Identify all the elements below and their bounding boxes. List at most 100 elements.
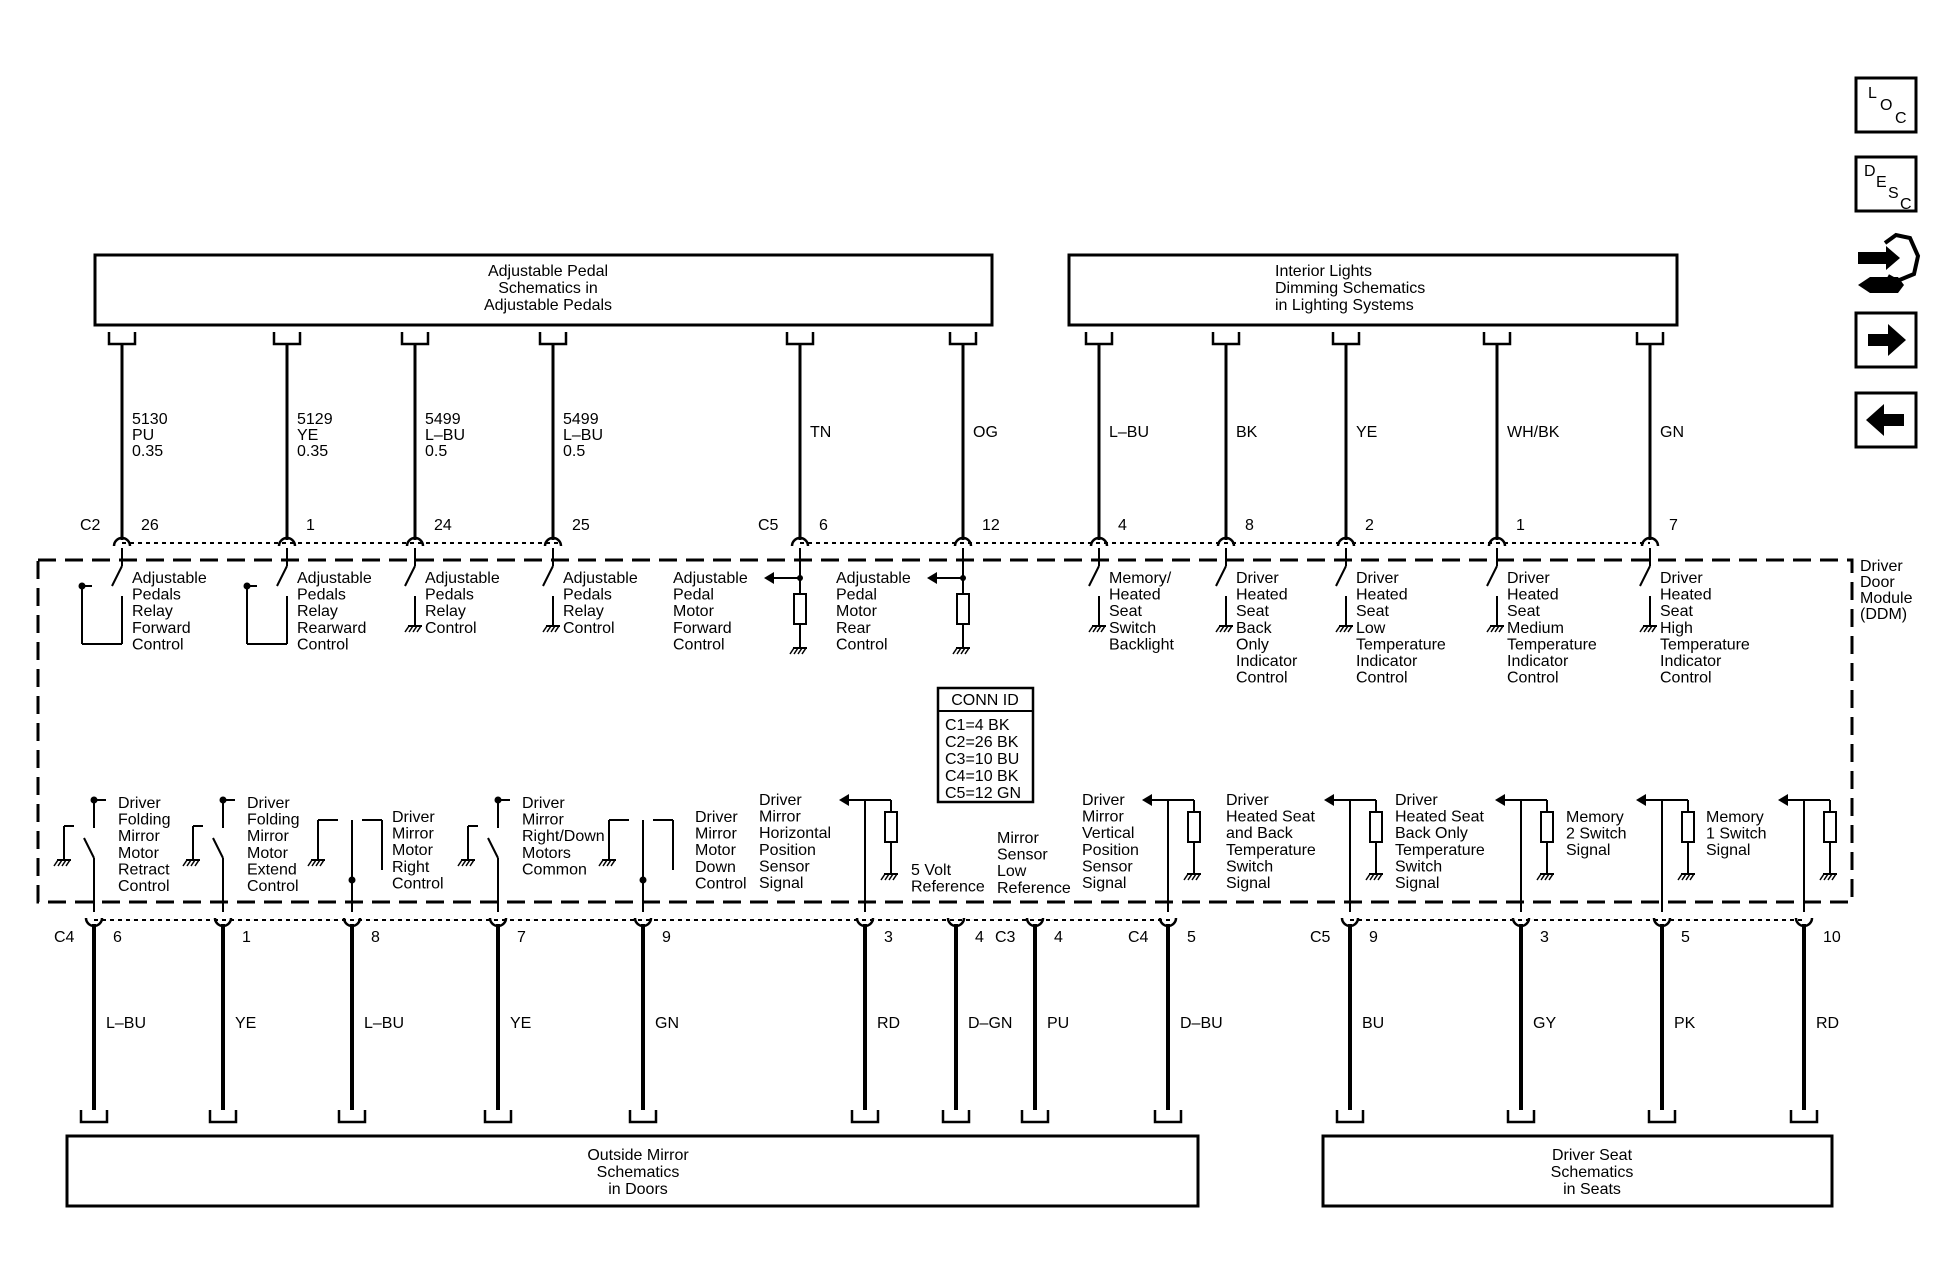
wire-label: 5130 <box>132 411 168 428</box>
top-circuit[interactable]: 5499L–BU0.524AdjustablePedalsRelayContro… <box>400 332 500 637</box>
top-circuit[interactable]: YE2DriverHeatedSeatLowTemperatureIndicat… <box>1331 332 1446 687</box>
driver-seat-schematics-box[interactable]: Driver Seat Schematics in Seats <box>1321 1134 1834 1208</box>
box-text: Schematics in <box>498 280 598 297</box>
connector-pin-icon <box>543 536 563 547</box>
desc-button[interactable]: D E S C <box>1854 155 1918 213</box>
pin-number: 5 <box>1187 929 1196 946</box>
desc-letter: S <box>1888 185 1899 202</box>
function-label: Rearward <box>297 620 366 637</box>
function-label: Adjustable <box>836 570 911 587</box>
adjustable-pedal-schematics-box[interactable]: Adjustable Pedal Schematics in Adjustabl… <box>93 253 994 327</box>
connector-pin-icon <box>1216 536 1236 547</box>
top-circuit[interactable]: 5129YE0.351AdjustablePedalsRelayRearward… <box>243 332 372 653</box>
terminal-icon <box>1211 332 1241 346</box>
circuit-element <box>598 819 674 912</box>
top-circuit[interactable]: BK8DriverHeatedSeatBackOnlyIndicatorCont… <box>1211 332 1298 687</box>
pin-number: 9 <box>662 929 671 946</box>
function-label: Driver <box>1507 570 1550 587</box>
loc-button[interactable]: L O C <box>1854 76 1918 134</box>
function-label: Relay <box>297 603 338 620</box>
box-text: Schematics <box>1551 1164 1634 1181</box>
ground-icon <box>1365 873 1383 881</box>
bottom-circuit[interactable]: RD3DriverMirrorHorizontalPositionSensorS… <box>759 792 900 1124</box>
wire-color-label: L–BU <box>364 1015 404 1032</box>
function-label: Pedals <box>132 587 181 604</box>
function-label: Indicator <box>1507 653 1569 670</box>
function-label: Indicator <box>1236 653 1298 670</box>
module-boundary <box>36 558 1854 904</box>
connector-wrench-icon[interactable] <box>1858 232 1921 293</box>
wire-color-label: PU <box>1047 1015 1069 1032</box>
terminal-icon <box>337 1110 367 1124</box>
connector-id: C5 <box>1310 929 1331 946</box>
pin-number: 5 <box>1681 929 1690 946</box>
box-text: in Seats <box>1563 1181 1621 1198</box>
prev-arrow-icon[interactable] <box>1854 391 1918 449</box>
wire-label: L–BU <box>563 427 603 444</box>
wire-color-label: YE <box>235 1015 256 1032</box>
box-text: Driver Seat <box>1552 1147 1633 1164</box>
outside-mirror-schematics-box[interactable]: Outside Mirror Schematics in Doors <box>65 1134 1200 1208</box>
pin-number: 1 <box>1516 517 1525 534</box>
function-label: and Back <box>1226 825 1294 842</box>
connector-pin-icon <box>953 536 973 547</box>
function-label: Heated Seat <box>1395 809 1485 826</box>
function-label: Control <box>1507 670 1559 687</box>
wire-color-label: GN <box>655 1015 679 1032</box>
box-text: Adjustable Pedals <box>484 297 612 314</box>
top-circuit[interactable]: WH/BK1DriverHeatedSeatMediumTemperatureI… <box>1482 332 1597 687</box>
function-label: Position <box>759 842 816 859</box>
function-label: Adjustable <box>563 570 638 587</box>
function-label: Driver <box>247 795 290 812</box>
conn-id-title: CONN ID <box>951 692 1019 709</box>
ground-icon <box>789 647 807 655</box>
ground-icon <box>1536 873 1554 881</box>
interior-lights-schematics-box[interactable]: Interior Lights Dimming Schematics in Li… <box>1067 253 1679 327</box>
function-label: Relay <box>563 603 604 620</box>
function-label: Control <box>425 620 477 637</box>
top-circuit[interactable]: GN7DriverHeatedSeatHighTemperatureIndica… <box>1635 332 1750 687</box>
function-label: Seat <box>1109 603 1142 620</box>
circuit-element <box>1324 794 1383 912</box>
function-label: Temperature <box>1507 636 1597 653</box>
function-label: Folding <box>247 812 299 829</box>
function-label: Relay <box>132 603 173 620</box>
function-label: 5 Volt <box>911 862 952 879</box>
top-circuit[interactable]: 5499L–BU0.525AdjustablePedalsRelayContro… <box>538 332 638 637</box>
function-label: Driver <box>695 809 738 826</box>
next-arrow-icon[interactable] <box>1854 311 1918 369</box>
wire-color-label: D–GN <box>968 1015 1012 1032</box>
terminal-icon <box>1335 1110 1365 1124</box>
circuit-element <box>243 548 288 645</box>
function-label: Seat <box>1660 603 1693 620</box>
box-text: in Doors <box>608 1181 668 1198</box>
function-label: Adjustable <box>297 570 372 587</box>
pin-number: 12 <box>982 517 1000 534</box>
conn-id-row: C5=12 GN <box>945 785 1021 802</box>
circuit-element <box>1486 548 1504 633</box>
box-text: Adjustable Pedal <box>488 263 608 280</box>
function-label: Indicator <box>1660 653 1722 670</box>
function-label: Reference <box>911 879 985 896</box>
function-label: Signal <box>1082 875 1126 892</box>
ground-icon <box>1215 625 1233 633</box>
function-label: Signal <box>1226 875 1270 892</box>
